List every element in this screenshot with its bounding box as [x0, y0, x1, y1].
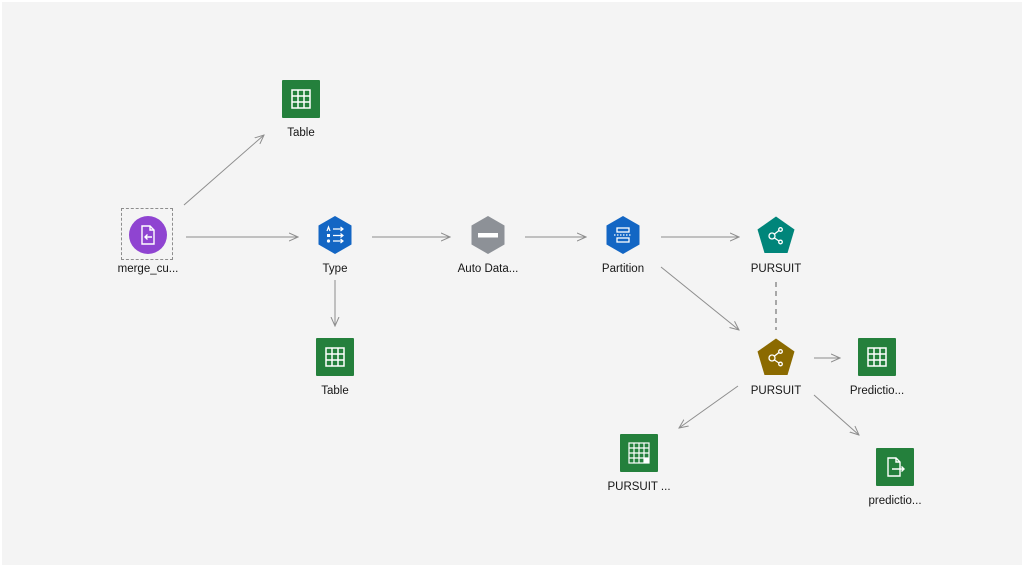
node-table-mid[interactable]: Table [275, 338, 395, 397]
node-auto-data-prep[interactable]: Auto Data... [428, 216, 548, 275]
node-predictions-table[interactable]: Predictio... [817, 338, 937, 397]
node-label: PURSUIT [750, 263, 802, 275]
node-pursuit-model[interactable]: PURSUIT [716, 216, 836, 275]
link-partition-to-pursuit-applied[interactable] [660, 266, 739, 330]
auto-data-node-shape [469, 216, 507, 254]
node-label: Table [321, 385, 349, 397]
link-source-to-table[interactable] [183, 135, 264, 206]
table-icon [291, 89, 311, 109]
node-label: Predictio... [849, 385, 905, 397]
data-export-icon [887, 457, 905, 477]
model-node-shape [757, 338, 795, 376]
table-node-shape [858, 338, 896, 376]
model-node-shape [757, 216, 795, 254]
node-partition[interactable]: Partition [563, 216, 683, 275]
export-node-shape [876, 448, 914, 486]
analysis-table-icon [628, 442, 650, 464]
link-pursuit-to-analysis[interactable] [679, 385, 739, 428]
node-pursuit-model-applied[interactable]: PURSUIT [716, 338, 836, 397]
node-label: Auto Data... [457, 263, 519, 275]
analysis-node-shape [620, 434, 658, 472]
type-icon [326, 225, 344, 244]
type-node-shape [316, 216, 354, 254]
link-pursuit-to-export[interactable] [813, 394, 859, 435]
node-data-asset-source[interactable]: merge_cu... [88, 208, 208, 275]
node-label: predictio... [868, 495, 922, 507]
node-label: Type [322, 263, 348, 275]
model-nugget-icon [768, 227, 783, 245]
node-label: PURSUIT ... [607, 481, 671, 493]
selection-box [121, 208, 173, 260]
table-icon [867, 347, 887, 367]
partition-node-shape [604, 216, 642, 254]
table-node-shape [316, 338, 354, 376]
node-label: PURSUIT [750, 385, 802, 397]
minus-icon [478, 233, 498, 238]
node-type[interactable]: Type [275, 216, 395, 275]
partition-icon [614, 227, 632, 243]
table-node-shape [282, 80, 320, 118]
node-label: Table [287, 127, 315, 139]
model-nugget-icon [768, 349, 783, 367]
table-icon [325, 347, 345, 367]
source-node-shape [121, 208, 173, 260]
data-asset-import-icon [141, 225, 155, 245]
node-pursuit-analysis[interactable]: PURSUIT ... [579, 434, 699, 493]
node-label: Partition [601, 263, 645, 275]
node-label: merge_cu... [117, 263, 179, 275]
node-predictions-export[interactable]: predictio... [835, 448, 955, 507]
node-table-top[interactable]: Table [241, 80, 361, 139]
